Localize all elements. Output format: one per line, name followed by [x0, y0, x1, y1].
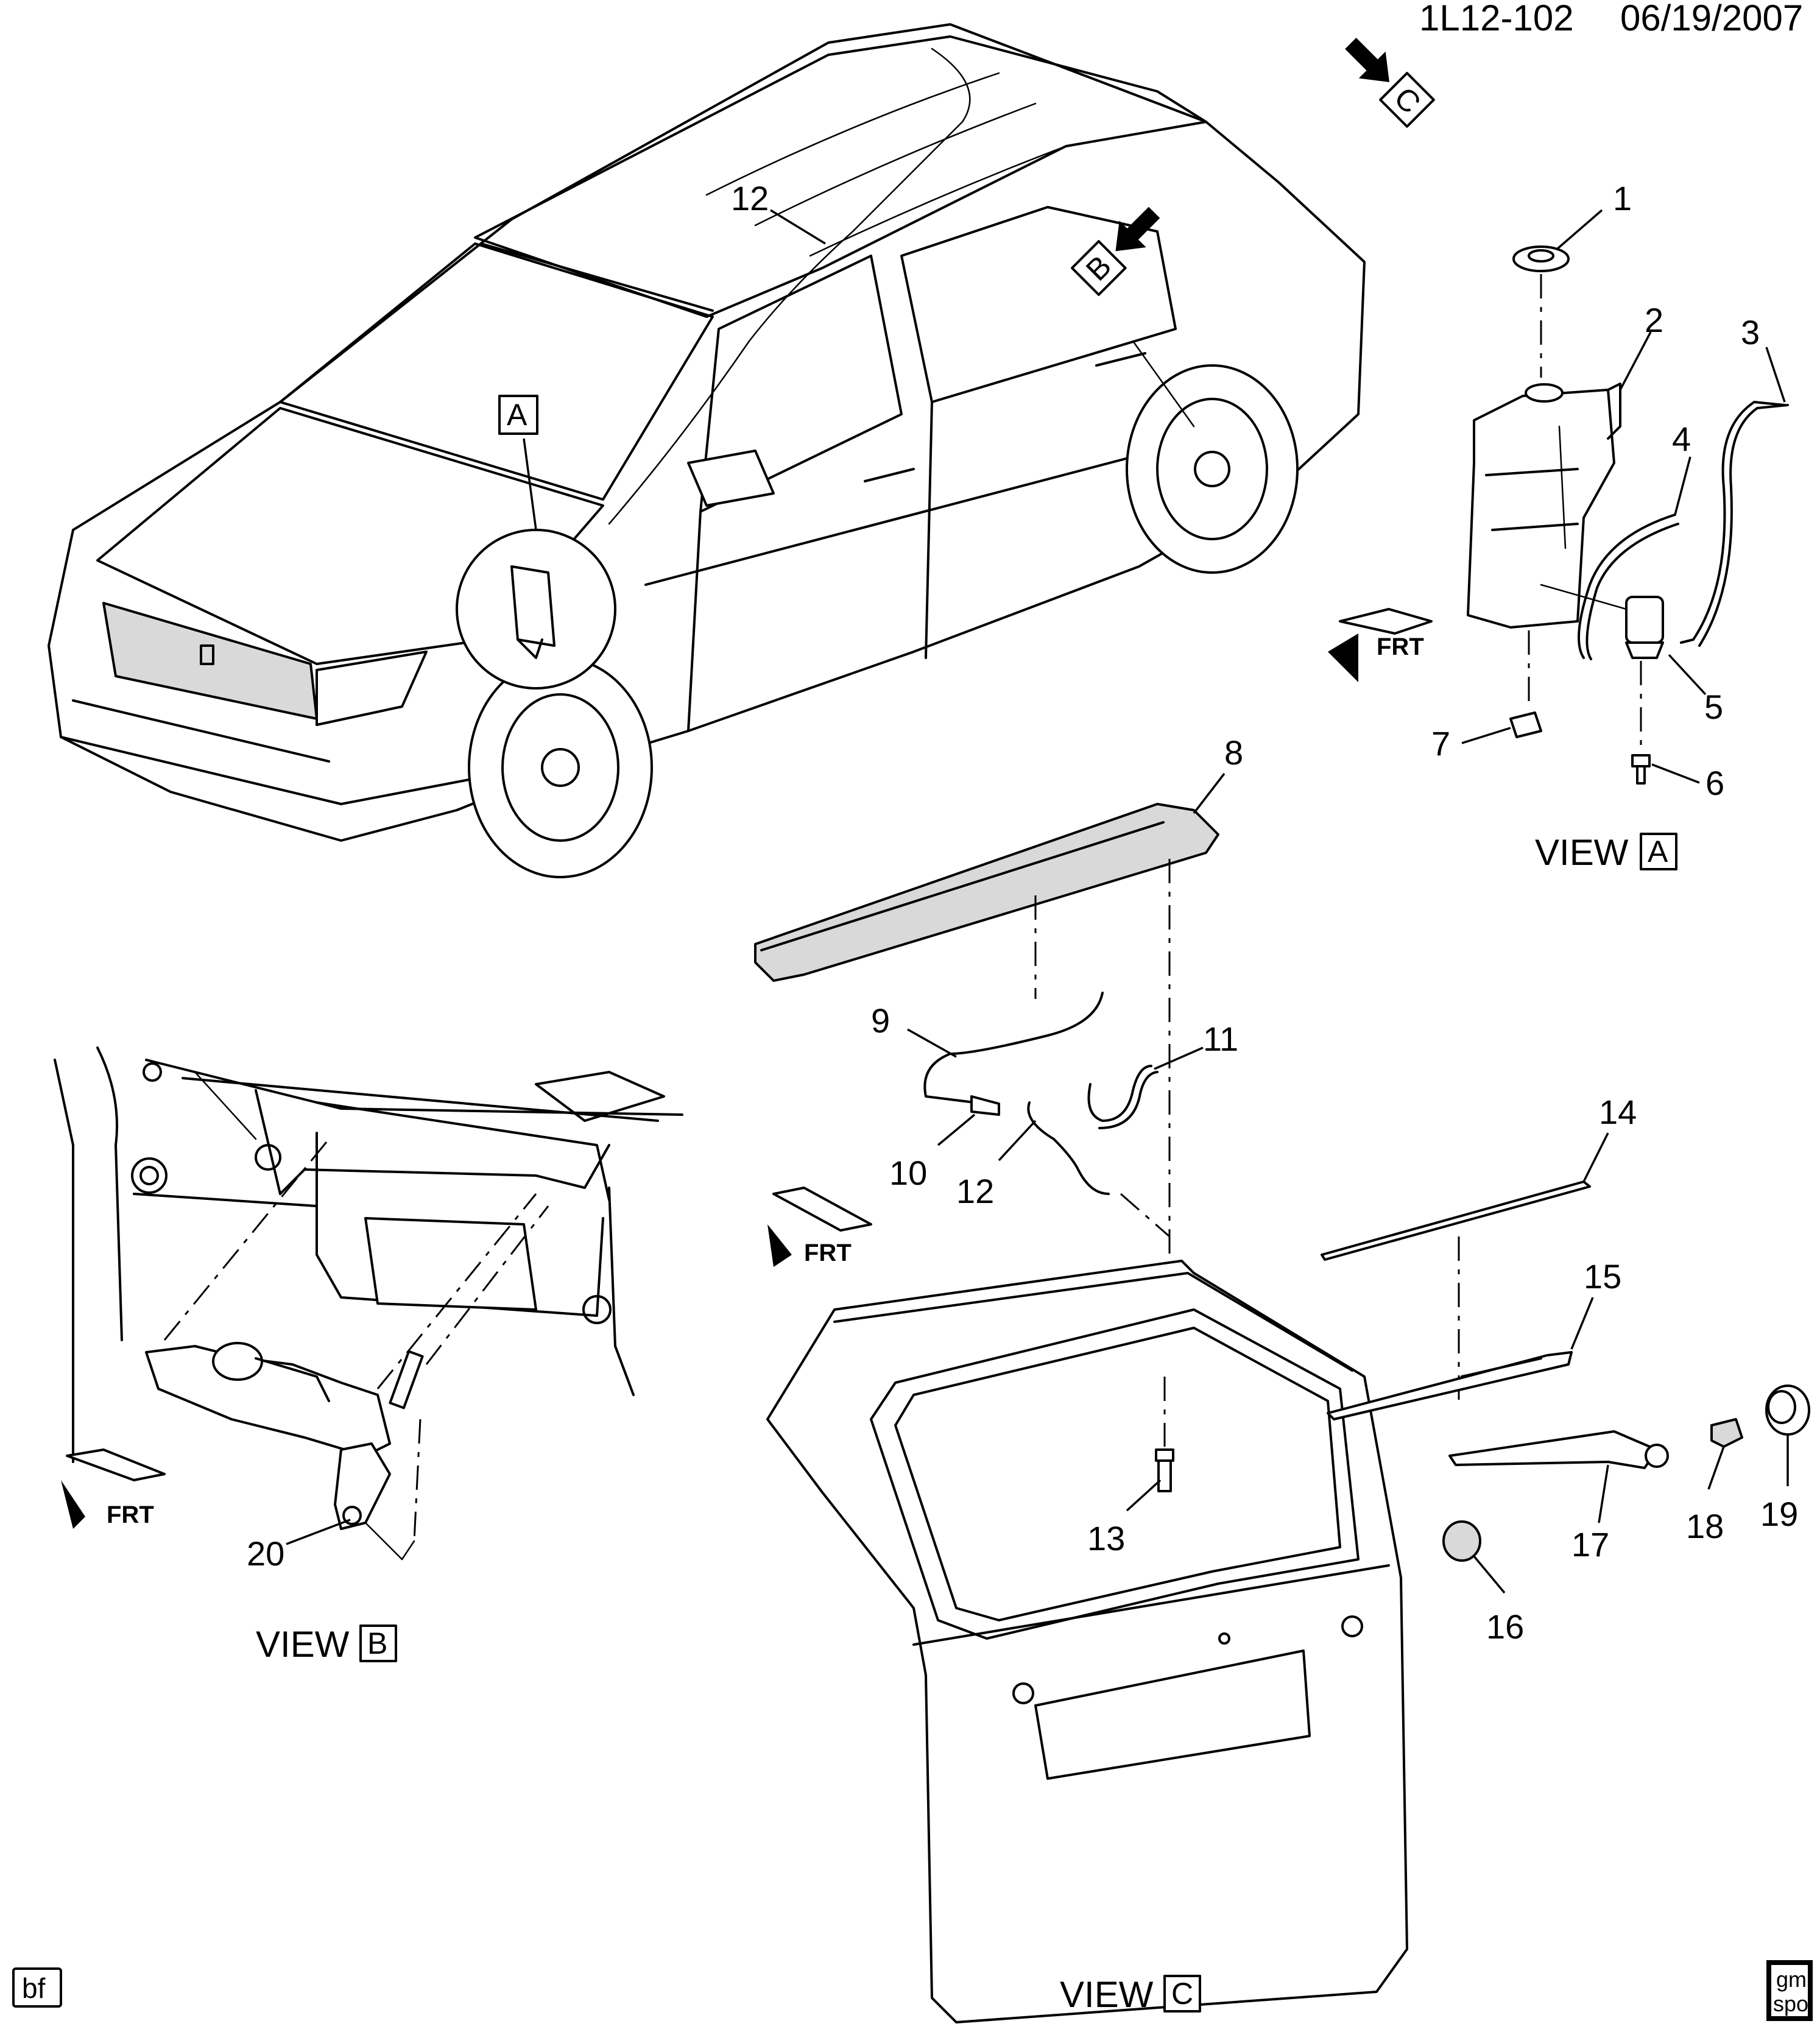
callout-18: 18	[1686, 1446, 1725, 1545]
svg-text:19: 19	[1760, 1495, 1798, 1533]
svg-text:11: 11	[1203, 1020, 1238, 1058]
callout-13: 13	[1087, 1479, 1162, 1558]
callout-19: 19	[1760, 1434, 1798, 1533]
svg-text:20: 20	[247, 1534, 284, 1573]
svg-text:12: 12	[956, 1172, 994, 1210]
callout-3: 3	[1741, 313, 1786, 403]
front-indicator-view-c: FRT	[767, 1187, 872, 1267]
svg-text:14: 14	[1599, 1093, 1637, 1131]
svg-text:9: 9	[871, 1001, 890, 1040]
view-c-liftgate	[766, 1260, 1408, 2023]
svg-text:7: 7	[1431, 724, 1450, 763]
gm-spo-logo: gm spo	[1766, 1960, 1813, 2021]
callout-15: 15	[1570, 1257, 1621, 1350]
svg-text:FRT: FRT	[804, 1240, 852, 1266]
callout-5: 5	[1668, 654, 1723, 726]
svg-text:B: B	[367, 1626, 387, 1660]
callout-10: 10	[889, 1113, 976, 1192]
svg-text:10: 10	[889, 1154, 927, 1192]
svg-text:16: 16	[1486, 1607, 1524, 1646]
view-a-detail-circle	[456, 529, 616, 690]
svg-text:6: 6	[1705, 764, 1724, 802]
svg-text:C: C	[1171, 1977, 1193, 2011]
front-indicator-view-a: FRT	[1328, 608, 1433, 682]
svg-text:12: 12	[731, 179, 769, 217]
svg-text:A: A	[507, 398, 527, 432]
svg-text:VIEW: VIEW	[256, 1624, 350, 1665]
view-c-wiper-parts	[1321, 1180, 1810, 1562]
svg-text:1: 1	[1613, 179, 1632, 217]
svg-text:2: 2	[1645, 301, 1663, 339]
view-a-reservoir-assembly	[1467, 245, 1789, 785]
view-b-marker: B	[1071, 206, 1160, 296]
svg-text:13: 13	[1087, 1519, 1125, 1558]
svg-text:5: 5	[1704, 688, 1723, 726]
view-b-wiper-motor	[54, 1046, 683, 1561]
callout-2: 2	[1619, 301, 1663, 390]
svg-text:4: 4	[1672, 420, 1691, 458]
callout-11: 11	[1154, 1020, 1238, 1070]
callout-12-top: 12	[731, 179, 826, 245]
callout-7: 7	[1431, 724, 1511, 763]
callout-20: 20	[247, 1519, 351, 1573]
view-c-label: VIEW C	[1060, 1974, 1201, 2015]
callout-12-mid: 12	[956, 1120, 1037, 1210]
svg-text:A: A	[1648, 834, 1668, 869]
callout-17: 17	[1571, 1464, 1609, 1564]
view-b-label: VIEW B	[256, 1624, 397, 1665]
callout-6: 6	[1651, 763, 1724, 802]
callout-1: 1	[1555, 179, 1632, 251]
view-c-marker: C	[1345, 38, 1435, 128]
svg-text:18: 18	[1686, 1507, 1724, 1545]
svg-text:8: 8	[1224, 733, 1243, 772]
front-indicator-view-b: FRT	[61, 1448, 166, 1529]
callout-16: 16	[1473, 1555, 1524, 1646]
svg-text:VIEW: VIEW	[1060, 1974, 1154, 2015]
svg-text:VIEW: VIEW	[1535, 832, 1629, 873]
diagram-code: 1L12-102	[1419, 0, 1574, 38]
svg-text:gm: gm	[1776, 1967, 1807, 1992]
callout-14: 14	[1582, 1093, 1637, 1182]
view-a-label: VIEW A	[1535, 832, 1677, 873]
svg-text:17: 17	[1571, 1525, 1609, 1564]
vehicle-illustration	[48, 23, 1366, 878]
view-a-marker: A	[498, 395, 538, 435]
svg-text:FRT: FRT	[107, 1501, 154, 1528]
illustrator-initials-box: bf	[12, 1967, 62, 2008]
view-c-spoiler	[754, 803, 1219, 1255]
svg-text:spo: spo	[1773, 1991, 1808, 2016]
svg-text:FRT: FRT	[1377, 633, 1424, 660]
diagram-date: 06/19/2007	[1620, 0, 1803, 38]
svg-text:bf: bf	[22, 1972, 46, 2004]
callout-9: 9	[871, 1001, 957, 1058]
callout-4: 4	[1672, 420, 1691, 515]
callout-8: 8	[1193, 733, 1243, 814]
view-c-hoses	[923, 992, 1170, 1238]
svg-text:15: 15	[1584, 1257, 1621, 1296]
svg-text:3: 3	[1741, 313, 1760, 351]
